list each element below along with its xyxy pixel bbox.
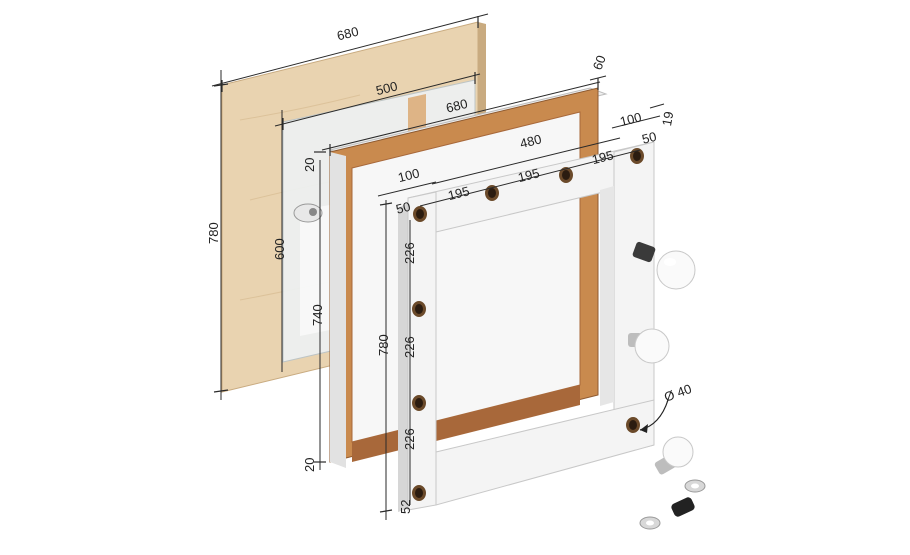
front-panel [398,141,655,512]
dim-frame-bottom-offset: 20 [302,458,317,472]
front-panel-inner-face [600,186,614,406]
dim-frame-width: 680 [444,96,469,116]
socket-hole [412,395,426,411]
dimension-lines [211,13,665,520]
socket-hole [559,167,573,183]
dim-bottom-offset: 52 [398,500,413,514]
dim-front-side-width-right: 100 [618,109,643,129]
dim-front-height: 780 [376,334,391,356]
light-bulb [632,241,696,290]
socket-hole [412,485,426,501]
dim-hole-spacing-top-3: 195 [590,147,615,167]
dim-hole-spacing-top-2: 195 [516,165,541,185]
dim-mirror-height: 600 [272,238,287,260]
dim-hole-spacing-top-1: 195 [446,183,471,203]
dim-hole-spacing-side-3: 226 [402,428,417,450]
dim-front-edge-offset-left: 50 [394,199,412,217]
dim-frame-top-offset: 20 [302,158,317,172]
socket-hole [412,301,426,317]
frame-side-face [330,152,346,468]
dim-backboard-height: 780 [206,222,221,244]
washer [684,479,706,493]
dim-mirror-width: 500 [374,78,399,98]
rubber-grommet [671,497,695,517]
dim-backboard-width: 680 [335,24,360,44]
light-bulb [628,328,670,364]
socket-hole [413,206,427,222]
dim-front-inner-width: 480 [518,131,543,151]
dim-frame-height: 740 [310,304,325,326]
dim-front-side-width-left: 100 [396,165,421,185]
wood-frame [328,87,608,468]
loose-bulb [654,436,694,475]
socket-hole [626,417,640,433]
dim-front-edge-offset-right: 50 [640,129,658,147]
front-panel-edge [398,202,410,512]
dim-hole-spacing-side-2: 226 [402,336,417,358]
dimension-labels: 680 780 500 600 680 60 20 740 20 480 100… [206,24,694,514]
dim-frame-depth: 60 [590,53,609,72]
dim-front-thickness: 19 [659,110,676,127]
washer [639,516,661,530]
mounting-bracket [293,203,323,223]
dim-hole-spacing-side-1: 226 [402,242,417,264]
light-bulbs [628,241,706,530]
dim-hole-diameter: Ø 40 [662,381,694,405]
arrow-head [640,424,648,433]
mirror-reflection [300,205,330,336]
front-panel-bottom-rail [435,399,655,506]
